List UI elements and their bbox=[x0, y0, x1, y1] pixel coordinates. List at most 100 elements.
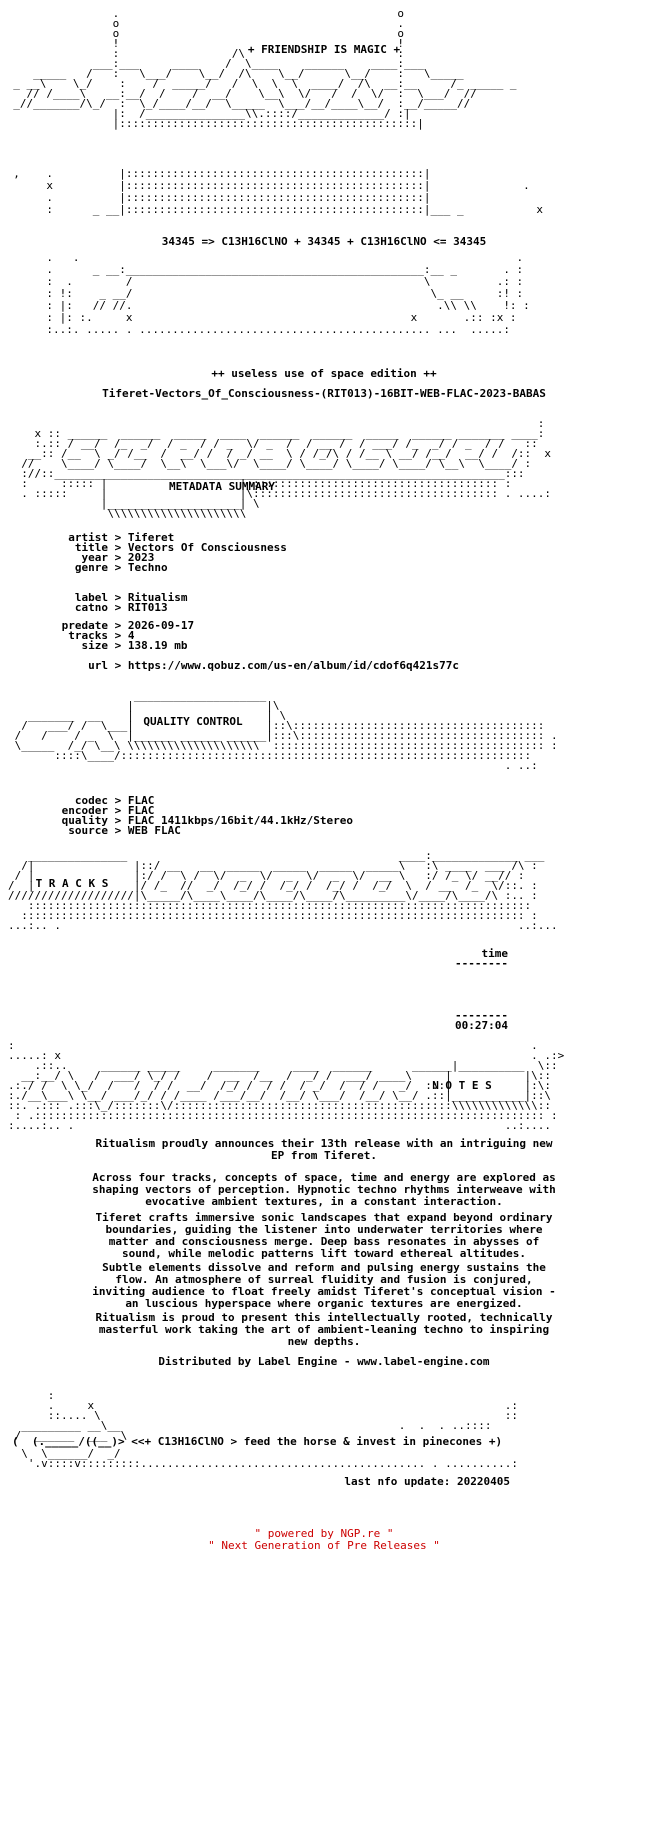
tracks-art-line: / | |:/ / \ / \/ _ \/ _ \/ _ \/ __ \ :/ … bbox=[8, 870, 525, 882]
quality-value: FLAC 1411kbps/16bit/44.1kHz/Stereo bbox=[127, 815, 354, 827]
separator: > bbox=[108, 620, 128, 632]
separator: > bbox=[108, 602, 128, 614]
separator: > bbox=[108, 825, 128, 837]
header-art-top-line: |: /_______________\\.::::/_____________… bbox=[0, 108, 411, 120]
metadata-art-line: |____________________| \ bbox=[8, 498, 260, 510]
quality-key: quality bbox=[61, 815, 108, 827]
quality-value: WEB FLAC bbox=[127, 825, 181, 837]
separator: > bbox=[108, 795, 128, 807]
header-art-top-line: ! ! bbox=[0, 38, 404, 50]
quality-key: source bbox=[68, 825, 108, 837]
footer-art-line: . x .: bbox=[8, 1400, 518, 1412]
metadata-art-line: ://::___________________________________… bbox=[8, 468, 525, 480]
metadata-row: title > Vectors Of Consciousness bbox=[0, 542, 648, 554]
separator: > bbox=[108, 805, 128, 817]
time-rule: -------- bbox=[455, 958, 508, 970]
quality-art-line: | |\ bbox=[8, 700, 280, 712]
quality-value: FLAC bbox=[127, 795, 155, 807]
metadata-row: year > 2023 bbox=[0, 552, 648, 564]
footer-art-line: _________ __\__ . . . ..:::: bbox=[8, 1420, 492, 1432]
metadata-value: Ritualism bbox=[127, 592, 188, 604]
notes-paragraph: Across four tracks, concepts of space, t… bbox=[92, 1172, 556, 1208]
tracks-art-line: ::::::::::::::::::::::::::::::::::::::::… bbox=[8, 910, 538, 922]
notes-art-line: : . bbox=[8, 1040, 538, 1052]
notes-art-line: __:__/ \ / ___/ \_/ / / __ /__ / _/ / __… bbox=[8, 1070, 552, 1082]
header-art-bottom-line: : . / \ .: : bbox=[0, 276, 524, 288]
tracks-art-line: /| |::/ __ __ _____ _____ _____ _____\ :… bbox=[8, 860, 538, 872]
header-art-mid-line: x |:::::::::::::::::::::::::::::::::::::… bbox=[0, 180, 530, 192]
footer-art-line: ::.... \ :: bbox=[8, 1410, 518, 1422]
header-art-bottom-line: : |: // //. .\\ \\ !: : bbox=[0, 300, 530, 312]
footer-art-bottom-line: '.v::::v:::::::::.......................… bbox=[8, 1458, 518, 1470]
separator: > bbox=[108, 630, 128, 642]
tracks-art-line: ::::::::::::::::::::::::::::::::::::::::… bbox=[8, 900, 532, 912]
header-art-bottom-line: : |: :. x x .:: :x : bbox=[0, 312, 517, 324]
header-art-top-line: // /____\ __:__/ / / __/ \__\ \/ / / \/ … bbox=[0, 88, 477, 100]
metadata-art-line: \\\\\\\\\\\\\\\\\\\\\ bbox=[8, 508, 247, 520]
notes-paragraph: Ritualism is proud to present this intel… bbox=[95, 1312, 553, 1348]
metadata-row: size > 138.19 mb bbox=[0, 640, 648, 652]
notes-art-line: :....:.. . ..:.... bbox=[8, 1120, 552, 1132]
metadata-art-line: x :: ______ ______ _____ ____ ______ ___… bbox=[8, 428, 545, 440]
separator: > bbox=[108, 552, 128, 564]
metadata-key: title bbox=[74, 542, 108, 554]
metadata-value: Vectors Of Consciousness bbox=[127, 542, 287, 554]
notes-paragraph: Subtle elements dissolve and reform and … bbox=[92, 1262, 556, 1310]
metadata-title: METADATA SUMMARY bbox=[169, 481, 275, 493]
header-art-mid-line: , . |:::::::::::::::::::::::::::::::::::… bbox=[0, 168, 431, 180]
separator: > bbox=[108, 640, 128, 652]
release-name: Tiferet-Vectors_Of_Consciousness-(RIT013… bbox=[102, 388, 546, 400]
quality-art-line: / / / _ \ |______ ______ ______|:::\::::… bbox=[8, 730, 558, 742]
last-update: last nfo update: 20220405 bbox=[344, 1476, 510, 1488]
header-art-bottom-line: . _ __:_________________________________… bbox=[0, 264, 524, 276]
distributed-by: Distributed by Label Engine - www.label-… bbox=[158, 1356, 490, 1368]
metadata-row: artist > Tiferet bbox=[0, 532, 648, 544]
header-art-mid-line: . |:::::::::::::::::::::::::::::::::::::… bbox=[0, 192, 431, 204]
separator: > bbox=[108, 562, 128, 574]
header-art-top-line: o . bbox=[0, 18, 404, 30]
quality-art-line: / ___/ / \___| |::\:::::::::::::::::::::… bbox=[8, 720, 545, 732]
quality-art-line: . ..: bbox=[8, 760, 538, 772]
notes-art-line: :./__\___\ \__/ ___/_/ / /____ /___/__/ … bbox=[8, 1090, 552, 1102]
metadata-value: 2023 bbox=[127, 552, 155, 564]
header-art-top-line: |:::::::::::::::::::::::::::::::::::::::… bbox=[0, 118, 424, 130]
footer-art-bottom-line: \ \______/ _/ bbox=[8, 1448, 121, 1460]
footer-line: ( (._____/((__)> <<+ C13H16ClNO > feed t… bbox=[12, 1436, 503, 1448]
tracks-art-line: ...:.. . ..:... bbox=[8, 920, 558, 932]
metadata-row: genre > Techno bbox=[0, 562, 648, 574]
header-art-bottom-line: : !: _ __/ \_ __ :! : bbox=[0, 288, 524, 300]
separator: > bbox=[108, 660, 128, 672]
metadata-value: 4 bbox=[127, 630, 135, 642]
notes-paragraph: Ritualism proudly announces their 13th r… bbox=[95, 1138, 553, 1162]
metadata-key: tracks bbox=[68, 630, 108, 642]
header-art-top-line: . o bbox=[0, 8, 404, 20]
metadata-row: url > https://www.qobuz.com/us-en/album/… bbox=[0, 660, 648, 672]
metadata-key: label bbox=[74, 592, 108, 604]
notes-paragraph: Tiferet crafts immersive sonic landscape… bbox=[95, 1212, 553, 1260]
metadata-value: RIT013 bbox=[127, 602, 168, 614]
metadata-art-line: __:: /__ \ _/ /__ / __/ / / _/ __ \ / /_… bbox=[8, 448, 552, 460]
tracks-title: T R A C K S bbox=[35, 878, 109, 890]
header-art-top-line: _ __\ \_/ : / _____/ / \ \ \ ____/ /\ __… bbox=[0, 78, 517, 90]
header-art-bottom-line: . . . bbox=[0, 252, 524, 264]
powered-by: " powered by NGP.re " bbox=[254, 1528, 394, 1540]
quality-art-line: ::::\____/::::::::::::::::::::::::::::::… bbox=[8, 750, 532, 762]
header-art-top-line: _//_______/\_/ : \_/____/__/ \_____ \___… bbox=[0, 98, 471, 110]
notes-art-line: : .:::::::::::::::::::::::::::::::::::::… bbox=[8, 1110, 558, 1122]
header-art-bottom-line: :..:. ..... . ..........................… bbox=[0, 324, 510, 336]
metadata-value: 138.19 mb bbox=[127, 640, 188, 652]
quality-row: source > WEB FLAC bbox=[0, 825, 648, 837]
notes-art-line: ::. .::: .:::\_/:::::::\/:::::::::::::::… bbox=[8, 1100, 552, 1112]
tracks-art-line: / | |/ /_ // _/ /_/ / /_/ / /_/ / /_/ \ … bbox=[8, 880, 538, 892]
quality-value: FLAC bbox=[127, 805, 155, 817]
footer-art-line: : bbox=[8, 1390, 55, 1402]
metadata-key: year bbox=[81, 552, 109, 564]
metadata-row: catno > RIT013 bbox=[0, 602, 648, 614]
metadata-row: label > Ritualism bbox=[0, 592, 648, 604]
notes-art-line: .....: x . .:> bbox=[8, 1050, 565, 1062]
metadata-value: 2026-09-17 bbox=[127, 620, 195, 632]
total-rule: -------- bbox=[455, 1010, 508, 1022]
quality-art-line: _______ __ | | \ bbox=[8, 710, 287, 722]
notes-art-line: .:./ / \ \_/ / / / / __/ /_/ / / / / _/ … bbox=[8, 1080, 552, 1092]
